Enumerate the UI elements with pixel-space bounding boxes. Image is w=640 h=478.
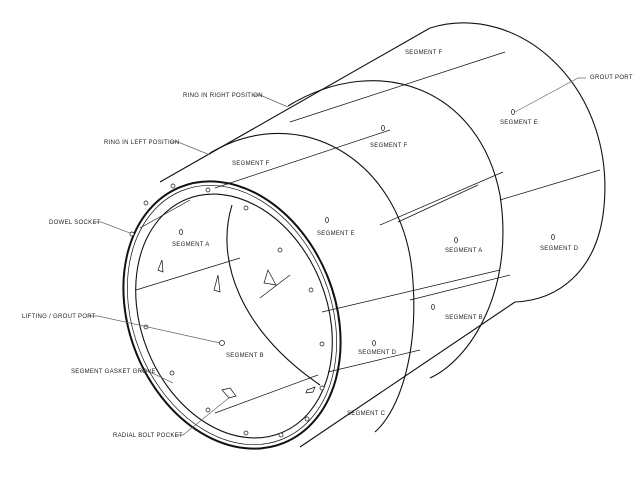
segment-label: SEGMENT F [232,161,270,167]
grout-ports [179,109,555,346]
bottom-silhouette [299,301,516,448]
leader-lifting [89,315,221,344]
inner-joint [135,257,241,291]
joint-line [379,171,504,226]
callout-lifting-port: LIFTING / GROUT PORT [22,314,96,320]
leader-grout [514,77,586,113]
callout-gasket-grove: SEGMENT GASKET GROVE [71,369,156,375]
joint-line [397,184,479,223]
radial-bolt-pockets [157,259,316,399]
leader-gasket [140,370,174,384]
segment-label: SEGMENT B [226,353,264,359]
inner-joint [214,374,319,414]
leader-ring-right [252,94,289,108]
segment-label: SEGMENT A [445,248,483,254]
leader-ring-left [170,141,211,156]
joint-line [327,349,421,373]
bolt-holes [129,183,325,438]
front-ring [122,180,342,450]
joint-line [214,129,391,189]
segment-label: SEGMENT E [317,231,355,237]
joint-line [321,269,501,313]
segment-label: SEGMENT D [358,350,397,356]
callout-ring-left: RING IN LEFT POSITION [104,140,180,146]
leader-dowel [94,221,131,234]
callout-ring-right: RING IN RIGHT POSITION [183,93,263,99]
callout-dowel-socket: DOWEL SOCKET [49,220,101,226]
inner-joint [139,199,191,229]
segment-label: SEGMENT F [370,143,408,149]
back-ring-rear-edge [429,22,606,303]
callout-grout-port: GROUT PORT [590,75,633,81]
joint-line [409,274,511,301]
segment-label: SEGMENT E [500,120,538,126]
back-ring-front-edge [287,80,504,379]
segment-label: SEGMENT A [172,242,210,248]
middle-ring-front-edge [209,132,415,433]
joint-line [499,169,601,201]
leader-pocket [175,396,231,436]
segment-label: SEGMENT F [405,50,443,56]
interior-far-edge [226,204,321,386]
segment-label: SEGMENT D [540,246,579,252]
segment-label: SEGMENT B [445,315,483,321]
callout-bolt-pocket: RADIAL BOLT POCKET [113,433,183,439]
top-silhouette [159,27,431,183]
joint-line [289,51,506,123]
segment-label: SEGMENT C [347,411,386,417]
inner-joint [259,274,291,299]
